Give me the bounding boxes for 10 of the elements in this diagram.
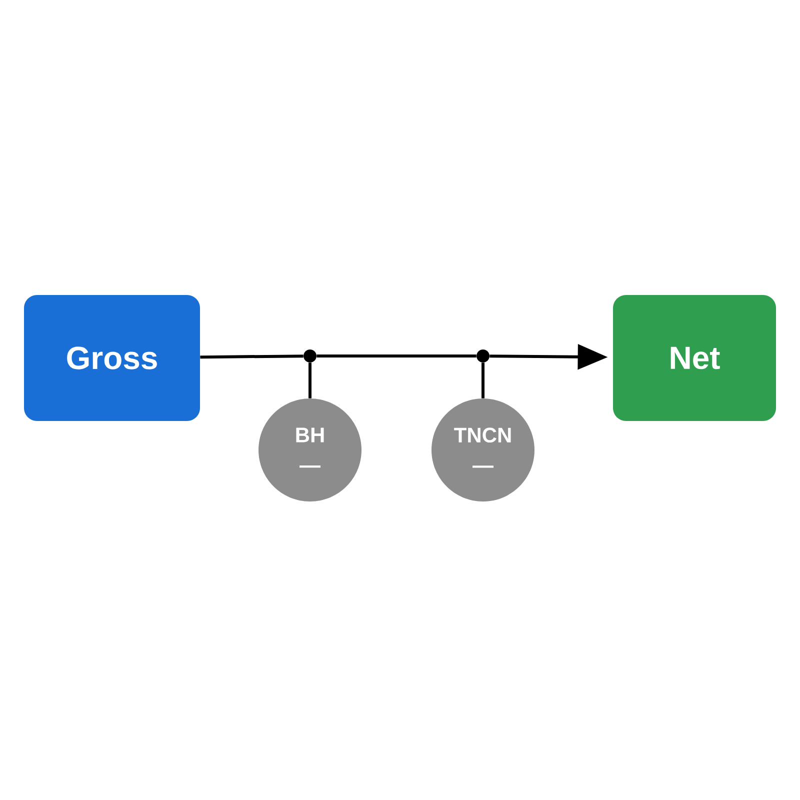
connector-line [482, 362, 484, 398]
connector-line [316, 354, 476, 358]
process-box: Net [613, 295, 776, 421]
connector-line [308, 362, 312, 398]
connector-line [200, 354, 304, 359]
circle-node: TNCN — [432, 398, 534, 502]
circle-node: BH — [258, 398, 362, 502]
process-box: Gross [24, 295, 200, 421]
junction-dot [304, 350, 316, 362]
junction-dot [476, 350, 490, 362]
